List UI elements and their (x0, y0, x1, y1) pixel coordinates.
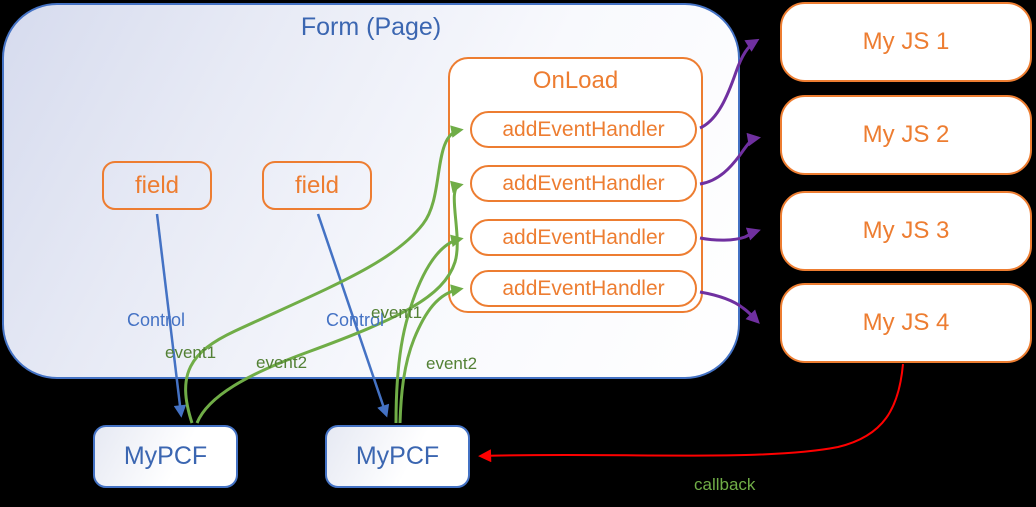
my-js-box-1: My JS 1 (780, 2, 1032, 82)
mypcf-box-1: MyPCF (93, 425, 238, 488)
my-js-box-4: My JS 4 (780, 283, 1032, 363)
my-js-box-3: My JS 3 (780, 191, 1032, 271)
onload-title: OnLoad (532, 67, 619, 94)
mypcf-box-2: MyPCF (325, 425, 470, 488)
event1-label-left: event1 (165, 343, 217, 362)
event2-label-left: event2 (256, 353, 308, 372)
event1-label-right: event1 (371, 303, 423, 322)
field-box-1: field (102, 161, 212, 210)
form-page-title: Form (Page) (300, 13, 442, 41)
event2-label-right: event2 (426, 354, 478, 373)
callback-label: callback (694, 475, 756, 494)
control-label-left: Control (127, 310, 186, 330)
add-event-handler-pill-1: addEventHandler (470, 111, 697, 148)
add-event-handler-pill-3: addEventHandler (470, 219, 697, 256)
my-js-box-2: My JS 2 (780, 95, 1032, 175)
add-event-handler-pill-4: addEventHandler (470, 270, 697, 307)
add-event-handler-pill-2: addEventHandler (470, 165, 697, 202)
field-box-2: field (262, 161, 372, 210)
